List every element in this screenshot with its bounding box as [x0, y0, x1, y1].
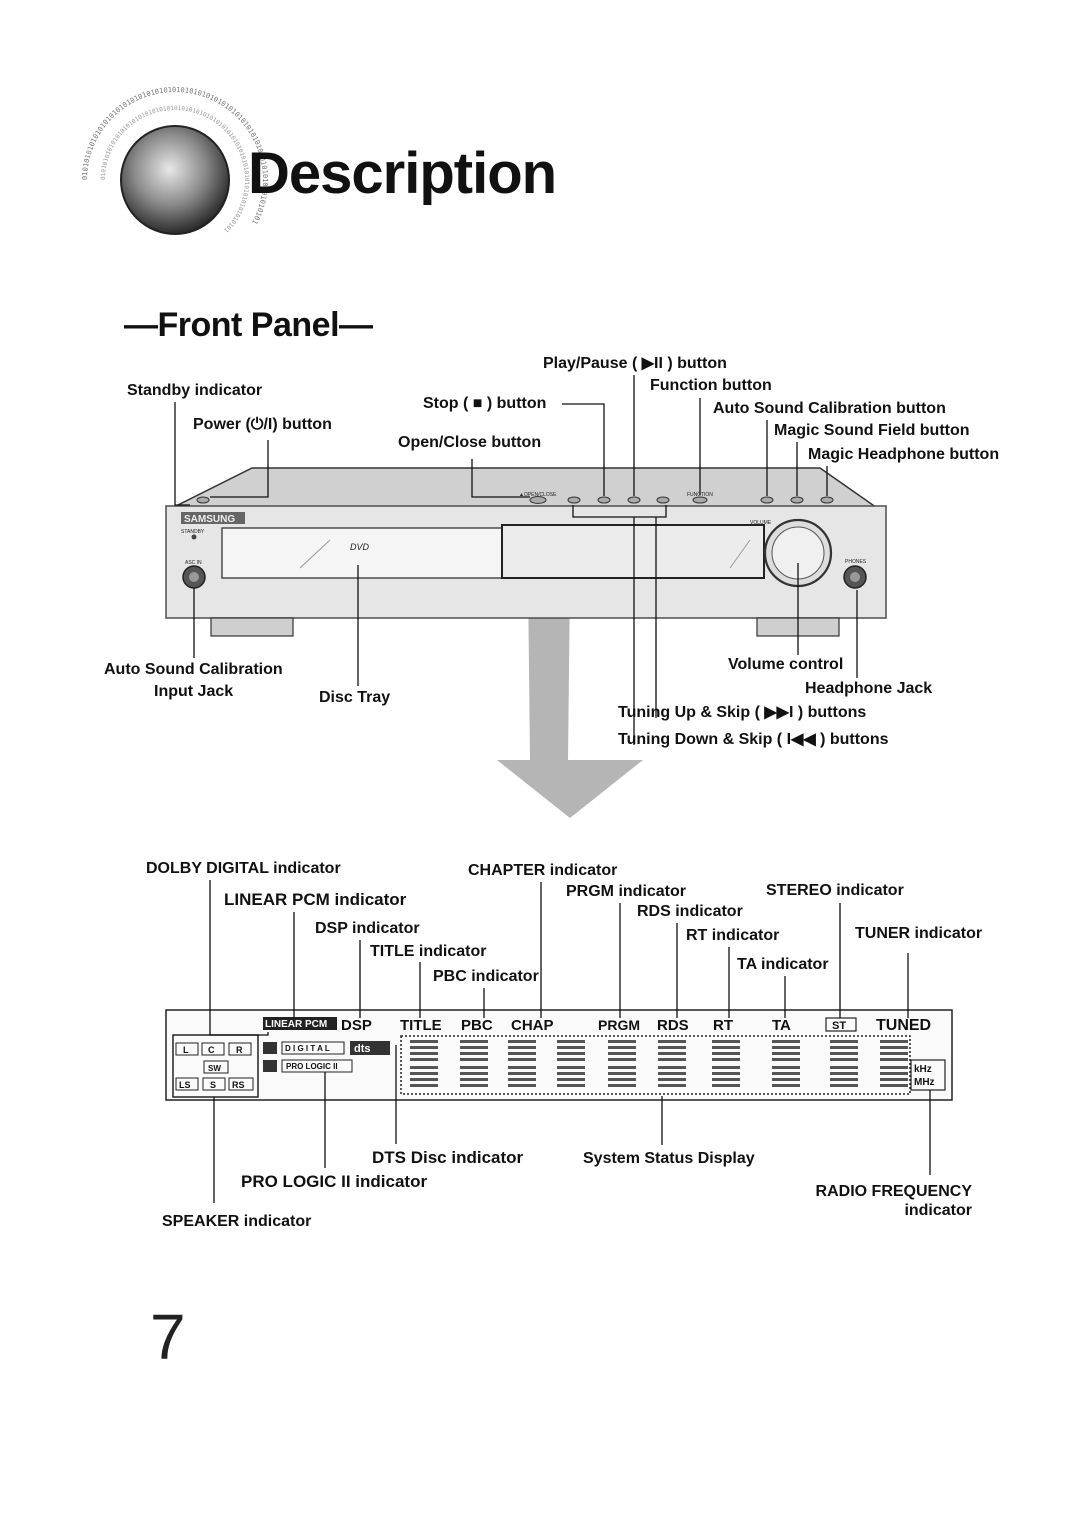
segment-cell — [830, 1040, 858, 1061]
label-ta-indicator: TA indicator — [737, 956, 829, 973]
speaker-c: C — [208, 1045, 215, 1055]
device-volume-text: VOLUME — [750, 520, 772, 526]
label-title-indicator: TITLE indicator — [370, 943, 487, 960]
segment-cell — [410, 1040, 438, 1061]
display-dsp: DSP — [341, 1017, 372, 1034]
speaker-rs: RS — [232, 1080, 245, 1090]
label-tuner-indicator: TUNER indicator — [855, 925, 983, 942]
label-headphone-jack: Headphone Jack — [805, 680, 933, 697]
segment-digits — [410, 1040, 908, 1087]
label-speaker-indicator: SPEAKER indicator — [162, 1213, 312, 1230]
display-labels: LINEAR PCM DSP TITLE PBC CHAP PRGM RDS R… — [179, 1017, 935, 1090]
label-dolby-digital-indicator: DOLBY DIGITAL indicator — [146, 860, 341, 877]
label-prgm-indicator: PRGM indicator — [566, 883, 687, 900]
speaker-r: R — [236, 1045, 243, 1055]
segment-cell — [712, 1040, 740, 1061]
segment-cell — [830, 1066, 858, 1087]
down-arrow — [497, 578, 643, 818]
brand-logo: SAMSUNG — [184, 514, 235, 525]
display-rt: RT — [713, 1017, 733, 1034]
speaker-s: S — [210, 1080, 216, 1090]
label-auto-sound-calibration-button: Auto Sound Calibration button — [713, 400, 946, 417]
segment-cell — [772, 1066, 800, 1087]
device-phones-text: PHONES — [845, 559, 867, 565]
display-tuned: TUNED — [876, 1017, 931, 1034]
label-pro-logic-indicator: PRO LOGIC II indicator — [241, 1172, 428, 1191]
display-pbc: PBC — [461, 1017, 493, 1034]
label-tuning-down-skip: Tuning Down & Skip ( I◀◀ ) buttons — [618, 731, 889, 748]
label-standby-indicator: Standby indicator — [127, 382, 263, 399]
cd-logo: 0101010101010101010101010101010101010101… — [80, 80, 270, 280]
display-ta: TA — [772, 1017, 791, 1034]
section-title: —Front Panel— — [124, 306, 373, 344]
cd-logo-graphic: 0101010101010101010101010101010101010101… — [81, 86, 269, 235]
segment-cell — [460, 1040, 488, 1061]
speaker-l: L — [183, 1045, 189, 1055]
label-asc-input-jack-line1: Auto Sound Calibration — [104, 661, 283, 678]
display-chap: CHAP — [511, 1017, 554, 1034]
segment-cell — [508, 1066, 536, 1087]
display-dts-logo: dts — [354, 1043, 371, 1055]
label-stop-button: Stop ( ■ ) button — [423, 395, 547, 412]
segment-cell — [557, 1040, 585, 1061]
display-pro-logic: PRO LOGIC II — [286, 1062, 338, 1071]
segment-cell — [410, 1066, 438, 1087]
label-pbc-indicator: PBC indicator — [433, 968, 539, 985]
display-st: ST — [832, 1020, 846, 1032]
label-radio-frequency-line1: RADIO FREQUENCY — [815, 1183, 972, 1200]
display-rds: RDS — [657, 1017, 689, 1034]
label-magic-headphone-button: Magic Headphone button — [808, 446, 1000, 463]
page-number: 7 — [150, 1301, 186, 1373]
label-open-close-button: Open/Close button — [398, 434, 542, 451]
device-open-close-text: ▲OPEN/CLOSE — [519, 492, 557, 498]
segment-cell — [880, 1040, 908, 1061]
device-asc-in-text: ASC IN — [185, 560, 202, 566]
label-disc-tray: Disc Tray — [319, 689, 391, 706]
segment-cell — [772, 1040, 800, 1061]
label-tuning-up-skip: Tuning Up & Skip ( ▶▶I ) buttons — [618, 704, 867, 721]
label-play-pause-button: Play/Pause ( ▶II ) button — [543, 355, 727, 372]
device-standby-text: STANDBY — [181, 529, 205, 535]
speaker-sw: SW — [208, 1064, 221, 1073]
segment-cell — [658, 1066, 686, 1087]
display-mhz: MHz — [914, 1077, 935, 1088]
segment-cell — [880, 1066, 908, 1087]
label-stereo-indicator: STEREO indicator — [766, 882, 904, 899]
label-dts-disc-indicator: DTS Disc indicator — [372, 1148, 524, 1167]
label-dsp-indicator: DSP indicator — [315, 920, 420, 937]
label-chapter-indicator: CHAPTER indicator — [468, 862, 618, 879]
display-digital: D I G I T A L — [285, 1044, 330, 1053]
label-volume-control: Volume control — [728, 656, 844, 673]
label-asc-input-jack-line2: Input Jack — [154, 683, 234, 700]
segment-cell — [608, 1040, 636, 1061]
receiver-unit — [165, 467, 887, 637]
display-prgm: PRGM — [598, 1017, 640, 1033]
label-linear-pcm-indicator: LINEAR PCM indicator — [224, 890, 407, 909]
label-magic-sound-field-button: Magic Sound Field button — [774, 422, 970, 439]
page-title: Description — [248, 141, 557, 206]
front-panel-leader-lines — [174, 375, 858, 745]
segment-cell — [557, 1066, 585, 1087]
label-rds-indicator: RDS indicator — [637, 903, 743, 920]
label-system-status-display: System Status Display — [583, 1150, 755, 1167]
label-rt-indicator: RT indicator — [686, 927, 780, 944]
device-dvd-logo: DVD — [350, 542, 370, 552]
label-function-button: Function button — [650, 377, 772, 394]
label-power-button: Power (⏻/I) button — [193, 416, 332, 433]
segment-cell — [712, 1066, 740, 1087]
segment-cell — [460, 1066, 488, 1087]
segment-cell — [508, 1040, 536, 1061]
segment-cell — [608, 1066, 636, 1087]
display-leader-lines — [209, 880, 931, 1203]
segment-cell — [658, 1040, 686, 1061]
label-radio-frequency-line2: indicator — [904, 1202, 972, 1219]
display-title: TITLE — [400, 1017, 442, 1034]
display-khz: kHz — [914, 1064, 932, 1075]
speaker-ls: LS — [179, 1080, 191, 1090]
display-linear-pcm: LINEAR PCM — [265, 1019, 327, 1030]
